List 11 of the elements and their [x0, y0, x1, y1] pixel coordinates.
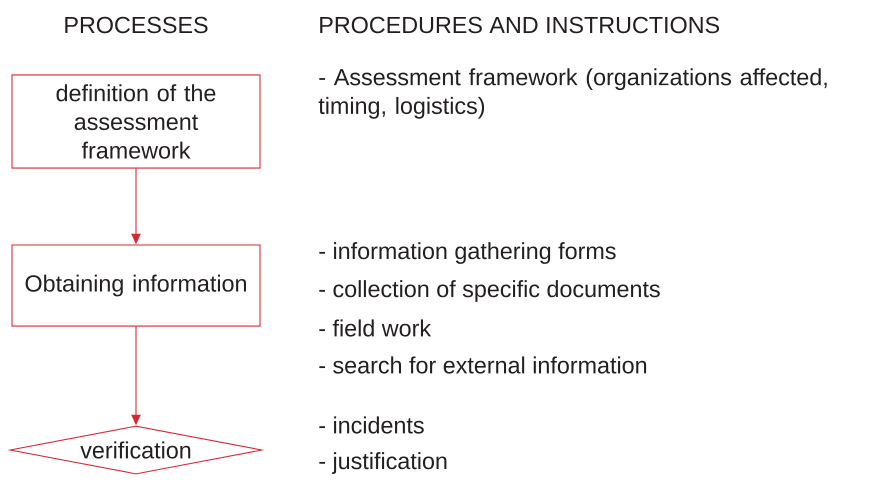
column-heading: PROCESSES: [65, 16, 208, 34]
column-heading: PROCEDURES AND INSTRUCTIONS: [320, 16, 720, 34]
list-item: - field work: [319, 319, 432, 337]
list-item: - information gathering forms: [319, 242, 616, 264]
list-item: - incidents: [319, 416, 424, 434]
process-box: Obtaining information: [11, 244, 261, 327]
list-item: - justification: [319, 452, 446, 474]
list-item: - search for external information: [319, 356, 646, 374]
list-item: - collection of specific documents: [319, 280, 660, 302]
list-item: - Assessment framework (organizations affected, timing, logistics): [318, 68, 827, 119]
process-box: definition of the assessment framework: [11, 74, 261, 169]
